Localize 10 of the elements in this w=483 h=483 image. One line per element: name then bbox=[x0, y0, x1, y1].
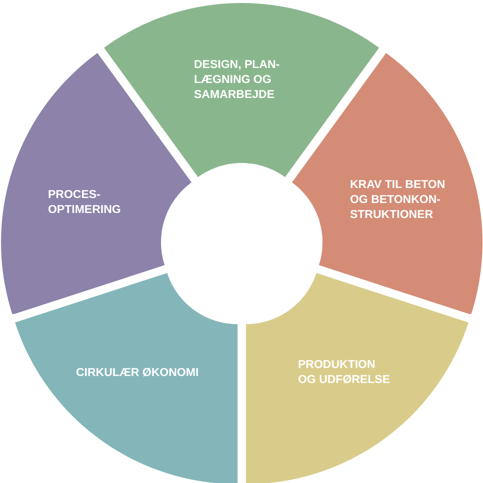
donut-segment bbox=[246, 272, 469, 483]
donut-segment bbox=[1, 52, 192, 314]
segment-label: CIRKULÆR ØKONOMI bbox=[76, 366, 200, 381]
donut-segment bbox=[104, 3, 380, 178]
segment-label: PRODUKTION OG UDFØRELSE bbox=[298, 358, 391, 388]
segment-label: PROCES- OPTIMERING bbox=[48, 188, 122, 218]
donut-segment bbox=[15, 272, 238, 483]
segment-label: KRAV TIL BETON OG BETONKON- STRUKTIONER bbox=[350, 178, 446, 223]
donut-segment bbox=[292, 52, 483, 314]
segment-label: DESIGN, PLAN- LÆGNING OG SAMARBEJDE bbox=[194, 58, 281, 103]
